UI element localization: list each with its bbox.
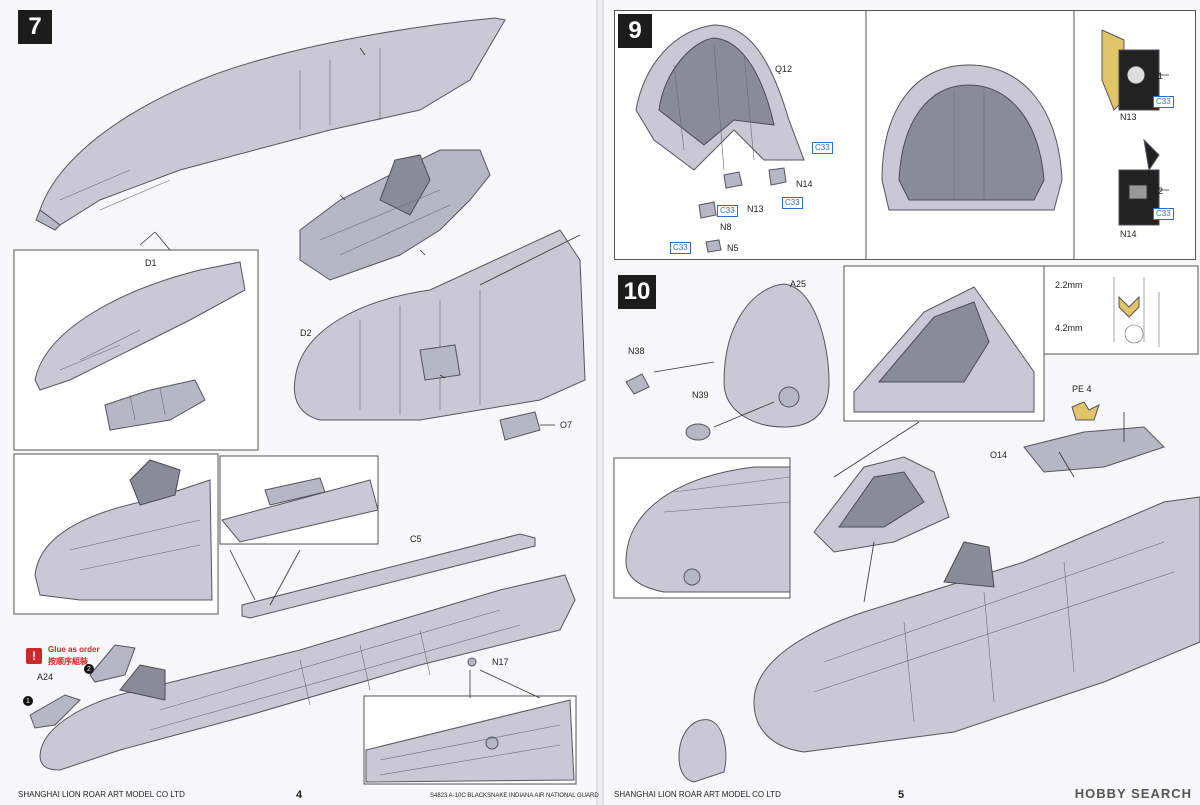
glue-note-cn: 按顺序組裝 [48,657,88,666]
label-a25: A25 [790,279,807,289]
label-o14: O14 [990,450,1008,460]
color-callout-c33-4: C33 [670,242,691,254]
step-8-drawing [13,453,577,785]
left-footer: SHANGHAI LION ROAR ART MODEL CO LTD [18,790,185,799]
label-d1: D1 [145,258,157,268]
color-callout-c33-6: C33 [1153,208,1174,220]
label-n13b: N13 [1120,112,1137,122]
label-o7: O7 [560,420,573,430]
order-2-badge: 2 [84,664,94,674]
step-9-drawing [635,10,1169,260]
label-q12: Q12 [775,64,793,74]
dim-4-2mm: 4.2mm [1055,323,1083,333]
label-a24: A24 [37,672,54,682]
color-callout-c33-1: C33 [812,142,833,154]
label-d2: D2 [300,328,312,338]
hobby-search-watermark: HOBBY SEARCH [1074,786,1192,801]
step-7-drawing [13,17,586,451]
label-n5: N5 [727,243,739,253]
step-10-drawing [613,265,1200,783]
color-callout-c33-3: C33 [717,205,738,217]
order-1-badge: 1 [23,696,33,706]
label-pe4: PE 4 [1072,384,1092,394]
warning-icon: ! [26,648,42,664]
color-callout-c33-2: C33 [782,197,803,209]
page-gutter [596,0,604,805]
glue-note-en: Glue as order [48,645,100,654]
color-callout-c33-5: C33 [1153,96,1174,108]
right-page-number: 5 [898,789,905,801]
label-n8: N8 [720,222,732,232]
dim-2-2mm: 2.2mm [1055,280,1083,290]
label-n39: N39 [692,390,709,400]
label-c5: C5 [410,534,422,544]
label-n17: N17 [492,657,509,667]
step-10-number: 10 [618,275,656,309]
step-7-panel: 7 [18,10,588,450]
label-n14: N14 [796,179,813,189]
label-22: 22 [1153,186,1164,196]
label-n13: N13 [747,204,764,214]
label-n38: N38 [628,346,645,356]
label-n14b: N14 [1120,229,1137,239]
right-footer: SHANGHAI LION ROAR ART MODEL CO LTD [614,790,781,799]
left-page-number: 4 [296,789,303,801]
label-21: 21 [1153,71,1164,81]
center-footer: S4823 A-10C BLACKSNAKE INDIANA AIR NATIO… [430,793,599,799]
step-7-number: 7 [18,10,52,44]
step-9-number: 9 [618,14,652,48]
